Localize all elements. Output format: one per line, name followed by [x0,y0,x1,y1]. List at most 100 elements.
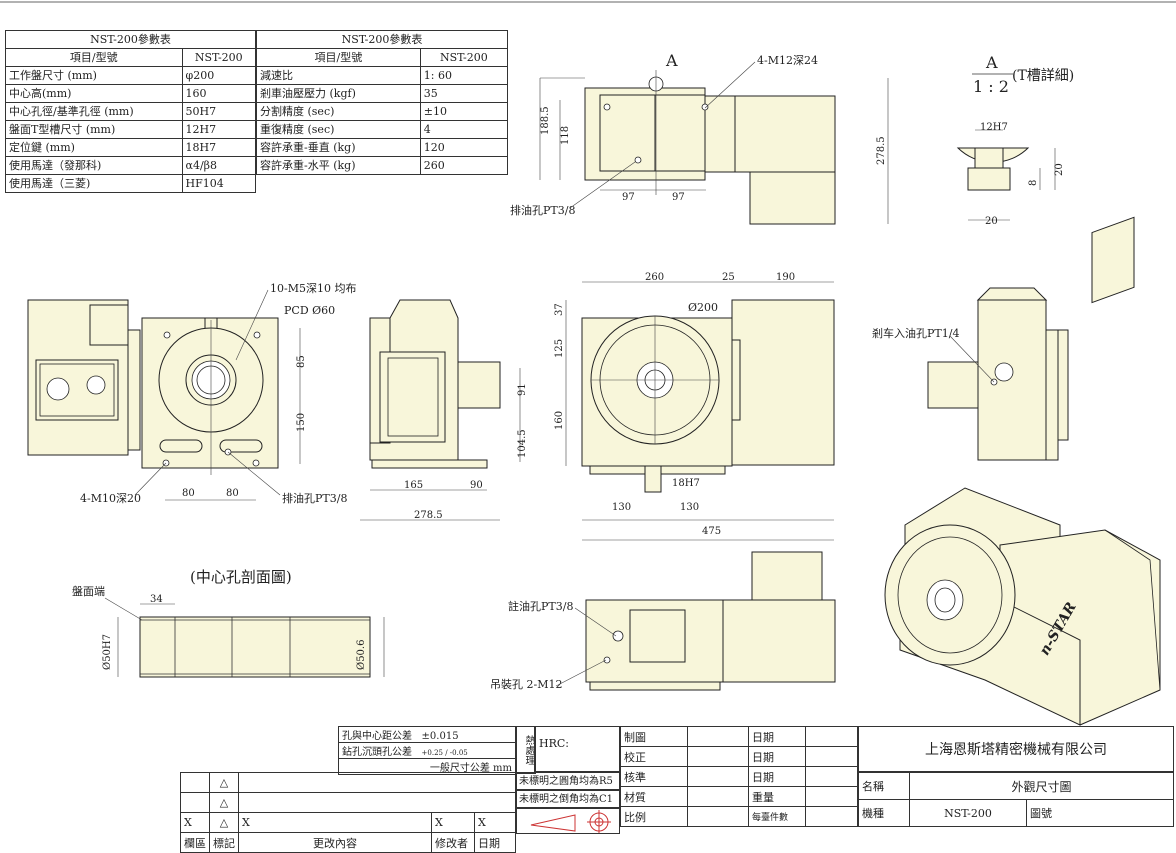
side-view: 165 90 278.5 91 104.5 [360,299,528,521]
hrc-label: HRC: [534,726,620,772]
name-value: 外觀尺寸圖 [909,772,1174,800]
weight-label: 重量 [748,786,806,807]
top-view: 188.5 118 278.5 97 97 A 4-M12深24 排油孔PT3/… [510,51,889,225]
spec-left-label: 使用馬達（發那科) [5,156,183,175]
tolerance-table: 孔與中心距公差 ±0.015 鉆孔沉頭孔公差 +0.25 / -0.05 一般尺… [338,726,516,775]
top-holes-label: 4-M12深24 [757,54,818,67]
top-dim-total: 278.5 [876,136,887,165]
rev-triangle-icon: △ [219,796,229,809]
side-dim-total: 278.5 [414,510,443,521]
spec-left-value: 50H7 [181,102,257,121]
name-label: 名稱 [858,772,910,800]
tol3-unit: mm [493,763,512,774]
spec-left-value: φ200 [181,66,257,85]
top-section-mark: A [665,51,678,70]
bottom-lift-label: 吊裝孔 2-M12 [490,678,562,691]
side-dim-h2: 90 [470,480,483,491]
front-key-label: 18H7 [672,478,700,489]
spec-right-label: 容許承重-水平 (kg) [256,156,421,175]
rev-triangle-icon: △ [219,816,229,829]
tol2-label: 鉆孔沉頭孔公差 [342,747,412,758]
spec-right-label: 容許承重-垂直 (kg) [256,138,421,157]
top-drain-label: 排油孔PT3/8 [510,203,575,217]
role: 制圖 [620,726,688,747]
left-dim-v2: 150 [296,413,307,432]
front-dim-v2: 125 [554,339,565,358]
detail-a: A 1 : 2 (T槽詳細) 12H7 8 20 20 [956,53,1074,227]
spec-right-header-model: NST-200 [419,48,509,67]
section-end-label: 盤面端 [72,585,105,598]
company-name: 上海恩斯塔精密機械有限公司 [858,726,1174,772]
detail-w: 20 [985,216,998,227]
top-dim-h1: 188.5 [540,106,551,135]
side-dim-v1: 91 [517,383,528,396]
model-value: NST-200 [909,799,1027,827]
section-depth: 34 [150,594,163,605]
section-caption: (中心孔剖面圖) [190,568,292,586]
top-dim-w1: 97 [622,192,635,203]
side-dim-h1: 165 [404,480,423,491]
iso-view: n-STAR [884,216,1161,726]
detail-mark: A [985,53,998,72]
projection-icon [530,810,611,833]
tol1-val: ±0.015 [421,731,459,742]
front-dim-b2: 130 [680,502,699,513]
front-dim-total: 475 [702,526,721,537]
note-chamfer: 未標明之倒角均為C1 [516,790,620,808]
rev-x: X [180,812,210,833]
spec-right-label: 重復精度 (sec) [256,120,421,139]
spec-left-label: 使用馬達（三菱) [5,174,183,193]
left-dim-v1: 85 [296,355,307,368]
tol1-label: 孔與中心距公差 [342,731,412,742]
dwg-label: 圖號 [1026,799,1174,827]
right-brake-label: 剎车入油孔PT1/4 [872,326,959,340]
role: 材質 [620,786,688,807]
front-dim-w2: 25 [722,272,735,283]
date-label: 日期 [748,746,806,767]
left-drain-label: 排油孔PT3/8 [282,491,347,505]
sheet-label: 每臺件數 [748,806,806,827]
spec-right-label: 分割精度 (sec) [256,102,421,121]
left-bottom-holes-label: 4-M10深20 [80,492,141,505]
role: 校正 [620,746,688,767]
front-dim-w3: 190 [776,272,795,283]
rev-x: X [474,812,516,833]
rev-x: X [238,812,432,833]
bottom-view: 註油孔PT3/8 吊裝孔 2-M12 [490,551,836,691]
role: 核準 [620,766,688,787]
top-dim-w2: 97 [672,192,685,203]
projection-symbol [516,808,620,834]
date-label: 日期 [748,726,806,747]
role: 比例 [620,806,688,827]
left-holes-label: 10-M5深10 均布 [270,282,356,295]
front-dim-v3: 160 [554,411,565,430]
rev-triangle-icon: △ [219,776,229,789]
tol2-val: +0.25 / -0.05 [421,749,468,757]
front-dim-v1: 37 [554,303,565,316]
spec-left-value: HF104 [181,174,257,193]
spec-right-value: 260 [419,156,509,175]
detail-d2: 20 [1054,163,1065,176]
detail-caption: (T槽詳細) [1012,68,1074,84]
date-label: 日期 [748,766,806,787]
left-dim-h1: 80 [182,488,195,499]
left-view: 85 150 80 80 10-M5深10 均布 PCD Ø60 4-M10深2… [27,282,356,505]
section-right-dia: Ø50.6 [356,640,367,670]
model-label: 機種 [858,799,910,827]
title-block: 孔與中心距公差 ±0.015 鉆孔沉頭孔公差 +0.25 / -0.05 一般尺… [180,726,1176,853]
tol3-label: 一般尺寸公差 [429,763,490,774]
front-disk-label: Ø200 [688,301,718,314]
front-view: 260 25 190 37 125 160 130 130 475 Ø200 1… [554,272,835,541]
detail-slot: 12H7 [980,122,1008,133]
rev-x: X [431,812,475,833]
side-dim-v2: 104.5 [517,429,528,458]
heat-label: 熱處理 [516,726,536,774]
left-dim-h2: 80 [226,488,239,499]
note-fillet: 未標明之圓角均為R5 [516,772,620,790]
front-dim-w1: 260 [645,272,664,283]
spec-left-value: 18H7 [181,138,257,157]
detail-d1: 8 [1028,180,1039,186]
